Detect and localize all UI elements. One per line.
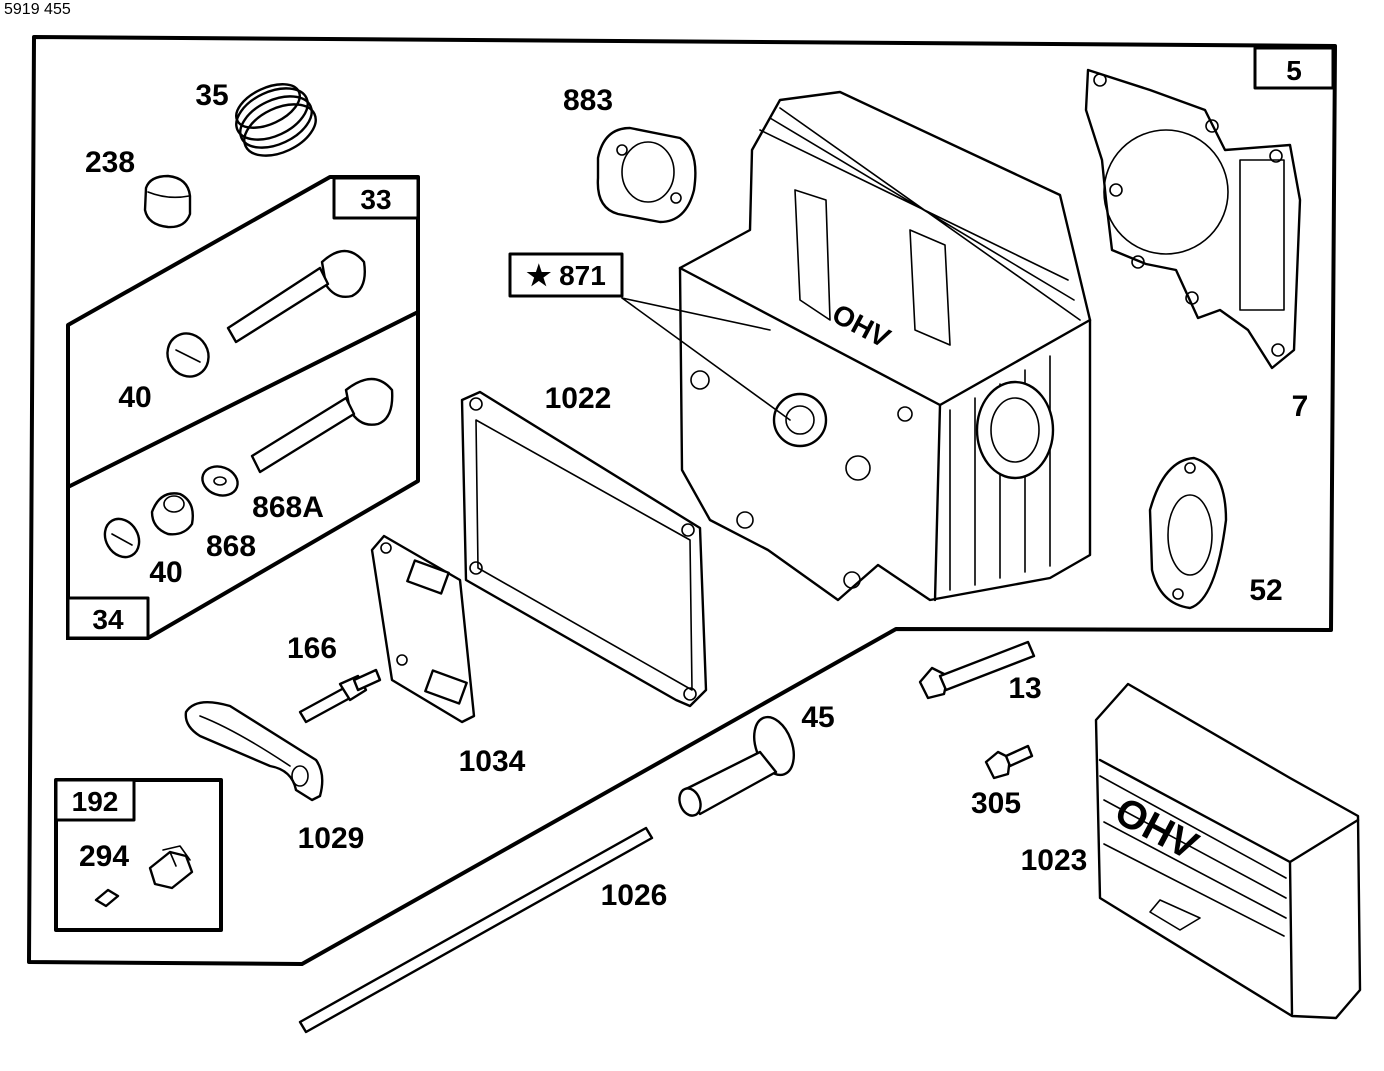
push-rod-icon — [298, 826, 654, 1034]
label-45: 45 — [801, 701, 834, 734]
box-5: 5 — [1253, 46, 1335, 90]
label-5: 5 — [1286, 55, 1302, 86]
rocker-arm-1029-icon — [184, 700, 324, 802]
seal-868-icon — [150, 492, 194, 536]
label-34: 34 — [92, 604, 124, 635]
callout-871: ★ 871 — [508, 252, 791, 421]
cylinder-head-icon: OHV — [678, 90, 1092, 602]
label-40a: 40 — [118, 381, 151, 414]
label-1026: 1026 — [601, 879, 668, 912]
box-192: 192 — [54, 778, 223, 932]
screw-305-icon — [984, 744, 1034, 780]
exhaust-valve-icon — [250, 377, 394, 474]
label-868: 868 — [206, 530, 256, 563]
label-52: 52 — [1249, 574, 1282, 607]
label-33: 33 — [360, 184, 391, 215]
valve-cover-icon: OHV — [1094, 682, 1362, 1020]
label-1034: 1034 — [459, 745, 526, 778]
label-1022: 1022 — [545, 382, 612, 415]
label-40b: 40 — [149, 556, 182, 589]
label-192: 192 — [72, 786, 119, 817]
retainer-40b-icon — [103, 517, 141, 559]
assembly-outline — [27, 35, 1337, 966]
header-fragment: 5919 455 — [4, 1, 71, 18]
valve-spring-icon — [235, 83, 317, 157]
plug-294-icon — [94, 845, 194, 908]
valve-kit-box: 33 34 — [66, 175, 420, 640]
valve-cap-238-icon — [143, 174, 192, 229]
gasket-1022-icon — [460, 390, 708, 708]
intake-valve-icon — [226, 249, 366, 344]
washer-868a-icon — [201, 465, 239, 497]
label-35: 35 — [195, 79, 228, 112]
label-166: 166 — [287, 632, 337, 665]
tappet-45-icon — [678, 715, 795, 817]
gasket-883-icon — [596, 126, 697, 224]
label-868a: 868A — [252, 491, 324, 524]
label-294: 294 — [79, 840, 129, 873]
label-13: 13 — [1008, 672, 1041, 705]
stud-166-icon — [298, 668, 382, 724]
label-871: ★ 871 — [526, 260, 606, 291]
label-7: 7 — [1292, 390, 1309, 423]
bolt-13-icon — [918, 640, 1036, 700]
head-gasket-7-icon — [1084, 68, 1302, 370]
label-238: 238 — [85, 146, 135, 179]
part-labels: 35 238 883 7 40 1022 868A 868 40 52 166 … — [79, 79, 1308, 912]
breather-plate-1034-icon — [370, 534, 476, 724]
label-1029: 1029 — [298, 822, 365, 855]
retainer-40a-icon — [166, 332, 210, 378]
label-883: 883 — [563, 84, 613, 117]
label-1023: 1023 — [1021, 844, 1088, 877]
label-305: 305 — [971, 787, 1021, 820]
gasket-52-icon — [1148, 456, 1228, 610]
